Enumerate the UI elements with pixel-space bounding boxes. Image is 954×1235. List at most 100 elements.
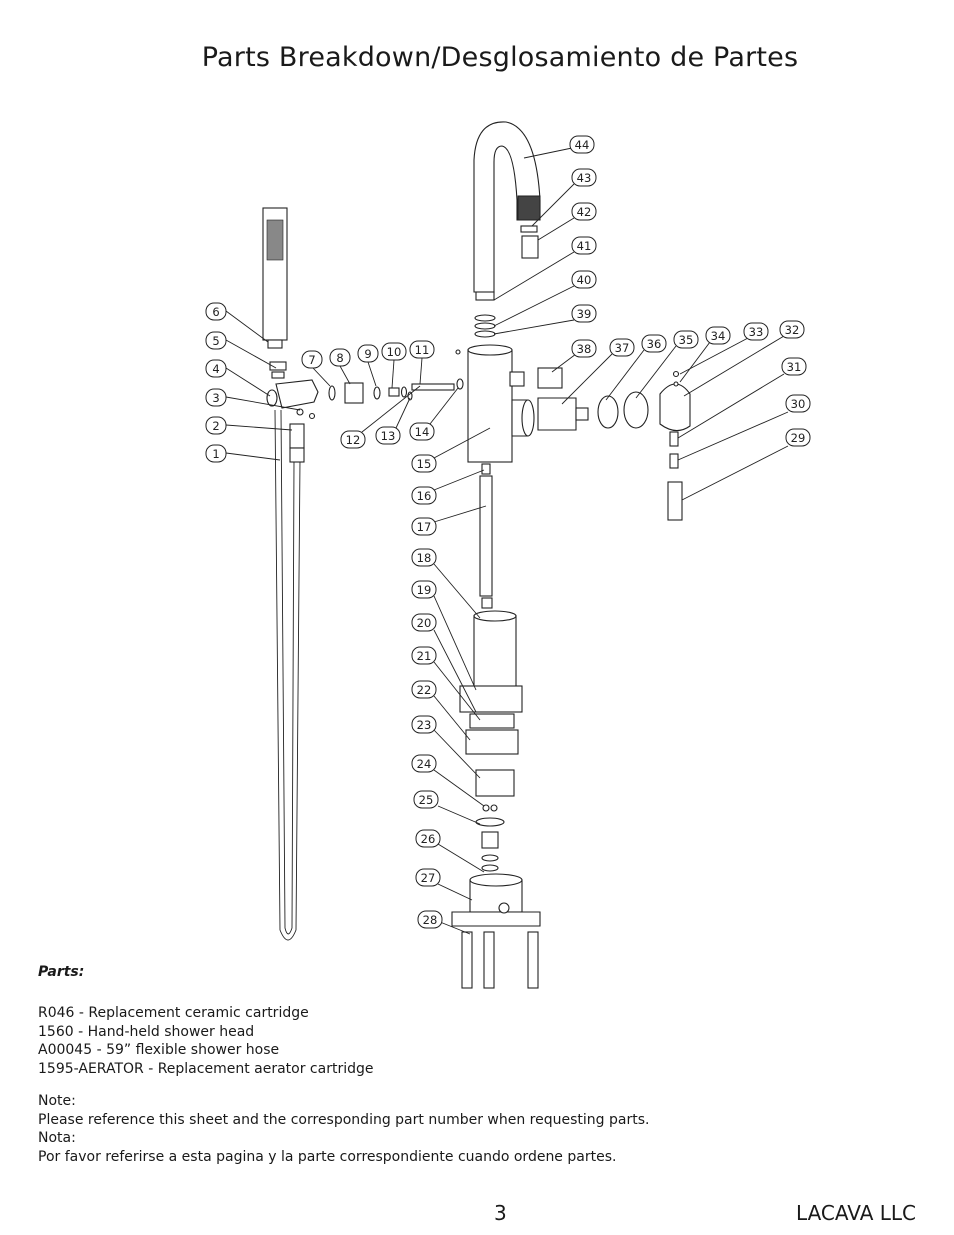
- callout-10: 10: [381, 342, 407, 361]
- callout-37: 37: [609, 338, 635, 357]
- callout-26: 26: [415, 829, 441, 848]
- page-title: Parts Breakdown/Desglosamiento de Partes: [201, 42, 799, 73]
- callout-label: 20: [417, 616, 432, 630]
- callout-label: 10: [387, 345, 402, 359]
- callout-label: 40: [577, 273, 592, 287]
- callout-label: 43: [577, 171, 592, 185]
- cartridge-and-handle: [509, 367, 691, 521]
- callout-19: 19: [411, 580, 437, 599]
- parts-list: R046 - Replacement ceramic cartridge 156…: [38, 1004, 373, 1078]
- leader-lines: [225, 147, 789, 935]
- supply-tube: [479, 463, 493, 609]
- callout-label: 30: [791, 397, 806, 411]
- callout-34: 34: [705, 326, 731, 345]
- callout-label: 11: [415, 343, 430, 357]
- callout-36: 36: [641, 334, 667, 353]
- callout-label: 25: [419, 793, 434, 807]
- callout-label: 3: [212, 391, 219, 405]
- callout-6: 6: [205, 302, 227, 321]
- callout-42: 42: [571, 202, 597, 221]
- callout-23: 23: [411, 715, 437, 734]
- callout-22: 22: [411, 680, 437, 699]
- callout-20: 20: [411, 613, 437, 632]
- callout-label: 18: [417, 551, 432, 565]
- callout-label: 31: [787, 360, 802, 374]
- callout-label: 32: [785, 323, 800, 337]
- list-item: R046 - Replacement ceramic cartridge: [38, 1005, 309, 1021]
- callout-label: 9: [364, 347, 371, 361]
- callout-9: 9: [357, 344, 379, 363]
- callout-5: 5: [205, 331, 227, 350]
- callout-43: 43: [571, 168, 597, 187]
- base-column: [459, 610, 523, 872]
- callout-label: 8: [336, 351, 343, 365]
- anchor-bolts: [461, 931, 539, 989]
- valve-body: [467, 344, 535, 463]
- nota-label: Nota:: [38, 1130, 76, 1146]
- list-item: 1595-AERATOR - Replacement aerator cartr…: [38, 1060, 374, 1077]
- callout-label: 19: [417, 583, 432, 597]
- callout-label: 16: [417, 489, 432, 503]
- callout-label: 37: [615, 341, 630, 355]
- callout-label: 38: [577, 342, 592, 356]
- nota-text: Por favor referirse a esta pagina y la p…: [38, 1148, 617, 1165]
- callout-label: 6: [212, 305, 219, 319]
- callout-label: 7: [308, 353, 315, 367]
- callout-label: 13: [381, 429, 396, 443]
- callout-label: 21: [417, 649, 432, 663]
- callout-label: 36: [647, 337, 662, 351]
- callout-label: 44: [575, 138, 590, 152]
- flexible-shower-hose: [274, 409, 305, 941]
- callout-35: 35: [673, 330, 699, 349]
- connector-parts-row: [328, 378, 464, 404]
- callout-label: 12: [346, 433, 361, 447]
- callout-29: 29: [785, 428, 811, 447]
- exploded-parts-diagram: 1 2 3 4 5 6 7 8 9 10 11 12 13 14 15 16 1…: [205, 121, 811, 989]
- gooseneck-spout: [473, 121, 541, 293]
- note-text: Please reference this sheet and the corr…: [38, 1111, 650, 1128]
- callout-label: 28: [423, 913, 438, 927]
- callout-4: 4: [205, 359, 227, 378]
- list-item: A00045 - 59” flexible shower hose: [38, 1042, 280, 1058]
- callout-7: 7: [301, 350, 323, 369]
- callout-13: 13: [375, 426, 401, 445]
- callout-11: 11: [409, 340, 435, 359]
- callout-label: 39: [577, 307, 592, 321]
- callout-39: 39: [571, 304, 597, 323]
- notes-section: Note: Please reference this sheet and th…: [38, 1092, 649, 1166]
- callout-31: 31: [781, 357, 807, 376]
- callout-21: 21: [411, 646, 437, 665]
- list-item: 1560 - Hand-held shower head: [38, 1023, 255, 1040]
- callout-label: 41: [577, 239, 592, 253]
- callout-label: 35: [679, 333, 694, 347]
- callout-label: 22: [417, 683, 432, 697]
- note-label: Note:: [38, 1093, 76, 1109]
- callout-33: 33: [743, 322, 769, 341]
- callout-label: 34: [711, 329, 726, 343]
- callout-label: 29: [791, 431, 806, 445]
- callout-18: 18: [411, 548, 437, 567]
- callout-44: 44: [569, 135, 595, 154]
- callout-40: 40: [571, 270, 597, 289]
- callout-15: 15: [411, 454, 437, 473]
- callout-24: 24: [411, 754, 437, 773]
- callout-27: 27: [415, 868, 441, 887]
- callout-25: 25: [413, 790, 439, 809]
- page-number: 3: [494, 1201, 507, 1225]
- callout-label: 17: [417, 520, 432, 534]
- callout-12: 12: [340, 430, 366, 449]
- callout-2: 2: [205, 416, 227, 435]
- callout-16: 16: [411, 486, 437, 505]
- callout-32: 32: [779, 320, 805, 339]
- hose-connector-parts: [266, 361, 319, 420]
- callout-label: 15: [417, 457, 432, 471]
- callout-label: 42: [577, 205, 592, 219]
- parts-heading: Parts:: [38, 964, 85, 980]
- callout-30: 30: [785, 394, 811, 413]
- callout-label: 27: [421, 871, 436, 885]
- callout-label: 24: [417, 757, 432, 771]
- callout-label: 4: [212, 362, 219, 376]
- callout-14: 14: [409, 422, 435, 441]
- company-name: LACAVA LLC: [796, 1201, 916, 1225]
- callout-label: 1: [212, 447, 219, 461]
